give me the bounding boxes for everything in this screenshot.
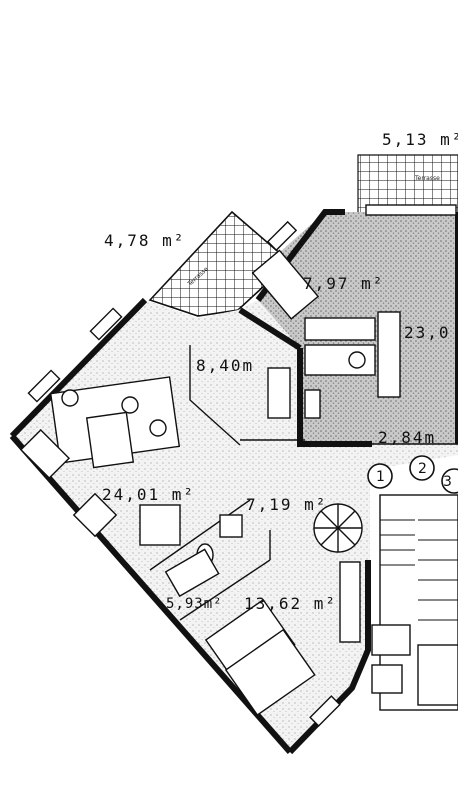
area-hall-center: 7,19 m² [246, 495, 327, 514]
area-terrace-left: 4,78 m² [104, 231, 185, 250]
area-living-left: 24,01 m² [102, 485, 195, 504]
area-corridor-small: 2,84m [378, 428, 436, 447]
spiral-staircase [313, 503, 363, 553]
area-entry-hall: 8,40m [196, 356, 254, 375]
circle-markers: 1 2 3 [367, 455, 458, 494]
windows [27, 204, 457, 727]
area-kitchen-top: 7,97 m² [303, 274, 384, 293]
marker-3: 3 [443, 474, 452, 490]
stairwell [371, 494, 458, 711]
interior-walls [149, 345, 458, 621]
kitchen-counters [251, 249, 401, 419]
terrace-right: Terrasse [357, 154, 458, 217]
area-terrace-right: 5,13 m² [382, 130, 458, 149]
bathroom-fixtures [164, 514, 243, 598]
marker-1: 1 [376, 469, 385, 485]
bedroom-beds [204, 561, 361, 716]
area-living-right: 23,0 [404, 323, 451, 342]
area-bath: 5,93m² [166, 596, 223, 612]
area-bedroom: 13,62 m² [244, 594, 337, 613]
marker-2-circle [409, 455, 435, 481]
living-room-furniture [19, 376, 181, 546]
terrace-right-label: Terrasse [414, 175, 440, 182]
marker-1-circle [367, 463, 393, 489]
marker-3-circle [441, 468, 458, 494]
marker-2: 2 [418, 461, 427, 477]
area-labels: 5,13 m² 4,78 m² 7,97 m² 23,0 8,40m 2,84m… [102, 130, 458, 613]
